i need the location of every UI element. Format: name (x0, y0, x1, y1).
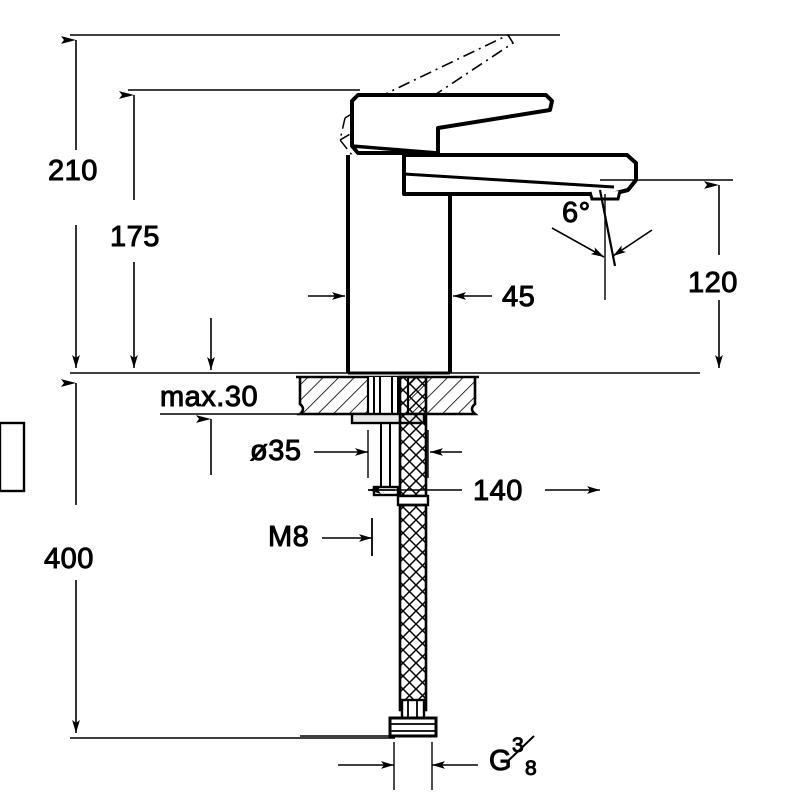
dimension-45: 45 (308, 260, 535, 330)
dimension-label-M8: M8 (268, 521, 309, 553)
faucet-body-geometry (0, 33, 638, 738)
dimension-label-400: 400 (44, 543, 94, 575)
dimension-label-supply-thread-prefix: G (489, 745, 512, 777)
dimension-120: 120 (600, 179, 738, 368)
dimension-175: 175 (110, 89, 360, 368)
lever-handle (350, 93, 554, 155)
faucet-spout-head (402, 153, 638, 201)
dimension-label-210: 210 (48, 155, 98, 187)
dimension-label-120: 120 (688, 267, 738, 299)
dimension-max30: max.30 (160, 318, 300, 475)
dimension-label-max30: max.30 (160, 381, 258, 413)
dimension-140: 140 (368, 475, 600, 508)
dimension-400: 400 (44, 379, 395, 739)
dimension-label-45: 45 (502, 281, 535, 313)
dimension-label-supply-thread-denominator: 8 (525, 757, 537, 780)
dimension-angle-6deg: 6° (551, 189, 653, 300)
dimension-210: 210 (48, 34, 700, 374)
dimension-label-140: 140 (473, 475, 523, 507)
dimension-annotations: 210 175 120 45 max.30 (44, 34, 738, 790)
dimension-label-175: 175 (110, 221, 160, 253)
dimension-hole-diameter: ø35 (250, 430, 462, 478)
dimension-label-supply-thread-numerator: 3 (512, 734, 524, 757)
dimension-M8: M8 (268, 518, 373, 556)
dimension-supply-thread: G 3 8 (300, 734, 537, 790)
mounting-hardware (0, 377, 426, 497)
dimension-label-angle: 6° (562, 197, 591, 229)
dimension-label-hole-diameter: ø35 (250, 435, 301, 467)
countertop-section (296, 375, 479, 416)
hose-end-connector (388, 698, 438, 738)
supply-hose (396, 375, 430, 712)
